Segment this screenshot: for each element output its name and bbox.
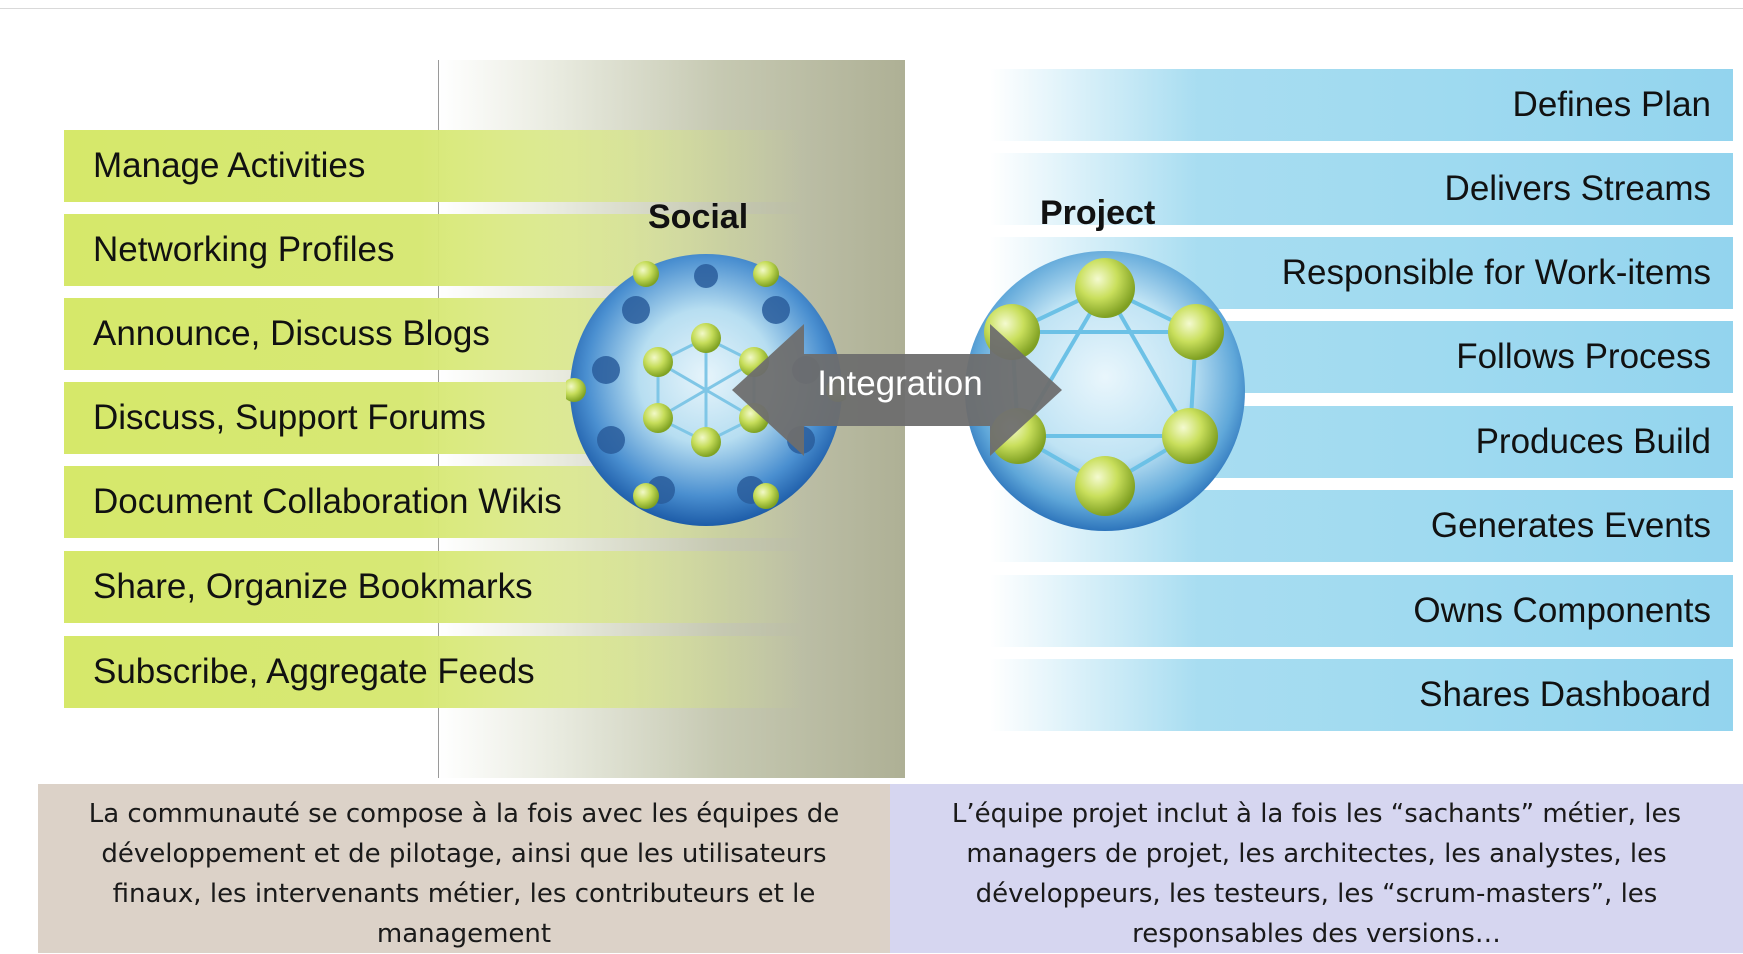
social-label: Social [648,198,749,236]
project-item-label: Delivers Streams [1444,169,1711,208]
social-item-label: Announce, Discuss Blogs [93,314,490,353]
social-item-label: Discuss, Support Forums [93,398,486,437]
social-item-label: Subscribe, Aggregate Feeds [93,652,535,691]
project-item: Shares Dashboard [990,659,1733,731]
social-item-label: Share, Organize Bookmarks [93,567,533,606]
integration-double-arrow-icon [732,324,1062,456]
project-network-globe-icon [965,251,1245,531]
project-item-label: Responsible for Work-items [1281,253,1711,292]
social-item: Manage Activities [64,130,804,202]
social-caption: La communauté se compose à la fois avec … [38,784,890,953]
social-item-label: Manage Activities [93,146,366,185]
project-item-label: Defines Plan [1512,85,1711,124]
project-item-label: Follows Process [1456,337,1711,376]
project-item-label: Owns Components [1413,591,1711,630]
social-item-label: Document Collaboration Wikis [93,482,562,521]
social-item: Subscribe, Aggregate Feeds [64,636,804,708]
project-item: Delivers Streams [990,153,1733,225]
social-item: Share, Organize Bookmarks [64,551,804,623]
social-item-label: Networking Profiles [93,230,395,269]
project-item: Owns Components [990,575,1733,647]
project-item-label: Shares Dashboard [1419,675,1711,714]
diagram-frame [0,8,1743,954]
integration-label: Integration [817,364,983,403]
project-item-label: Generates Events [1430,506,1711,545]
project-item-label: Produces Build [1475,422,1711,461]
project-label: Project [1040,194,1156,232]
project-item: Defines Plan [990,69,1733,141]
project-caption: L’équipe projet inclut à la fois les “sa… [890,784,1743,953]
